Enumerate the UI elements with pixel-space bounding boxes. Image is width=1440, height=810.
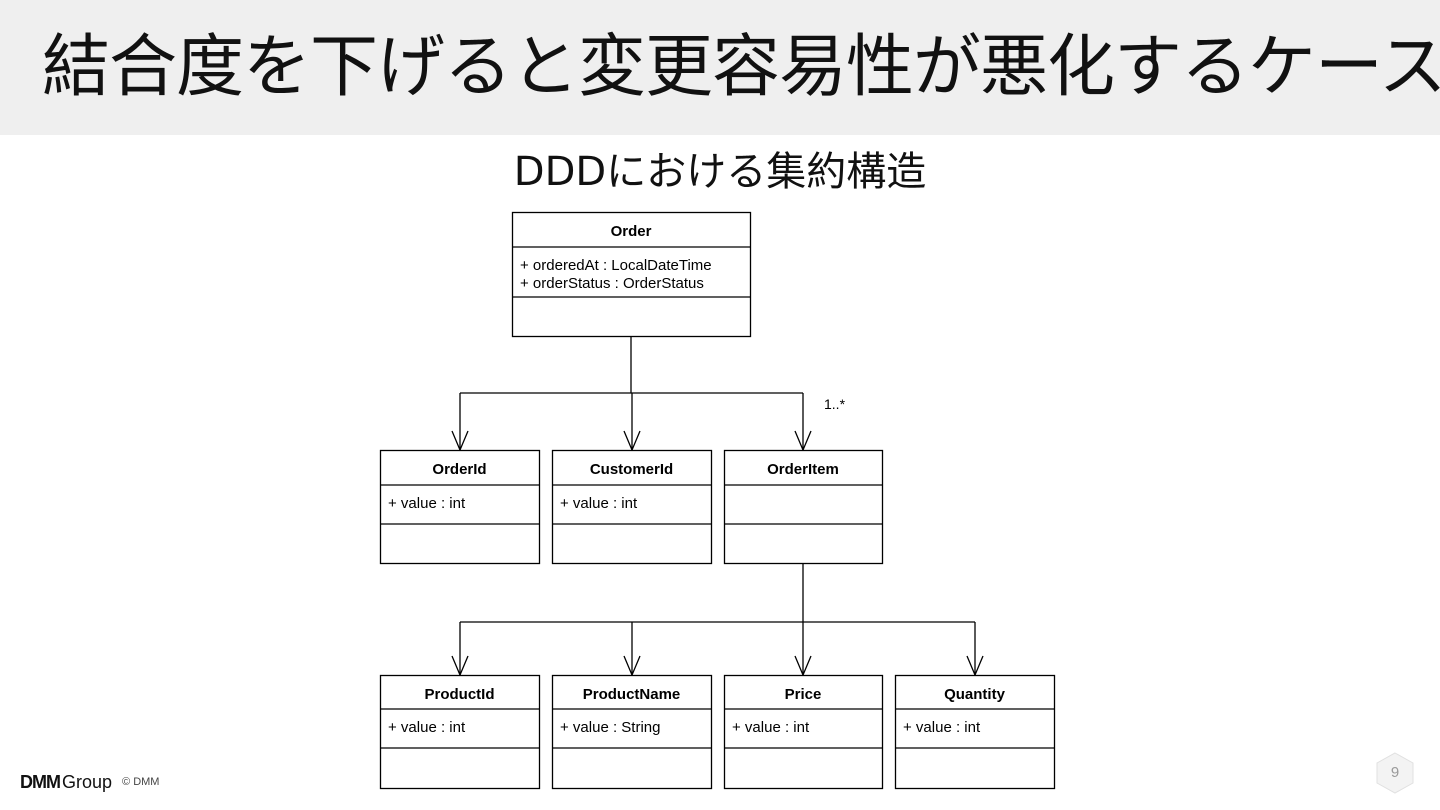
class-name: Price — [785, 686, 822, 703]
logo-group-text: Group — [62, 771, 113, 792]
class-box-price: Price + value : int — [723, 674, 884, 790]
class-attribute: + value : int — [388, 719, 466, 736]
class-box-frame — [723, 449, 884, 565]
class-attribute: + orderStatus : OrderStatus — [520, 275, 704, 292]
class-attribute: + value : int — [388, 495, 466, 512]
class-box-quantity: Quantity + value : int — [894, 674, 1056, 790]
class-box-frame — [551, 674, 713, 790]
class-box-frame — [894, 674, 1056, 790]
class-box-productid: ProductId + value : int — [379, 674, 541, 790]
class-name: OrderId — [432, 461, 486, 478]
page-number: 9 — [1390, 764, 1400, 781]
class-box-frame — [551, 449, 713, 565]
class-box-frame — [379, 674, 541, 790]
page-number-badge — [1376, 752, 1414, 794]
class-box-orderitem: OrderItem — [723, 449, 884, 565]
class-name: ProductName — [583, 686, 681, 703]
class-name: Order — [611, 223, 652, 240]
class-attribute: + value : int — [732, 719, 810, 736]
title-bar — [0, 0, 1440, 135]
dmm-group-logo: DMM Group © DMM — [20, 770, 159, 794]
logo-dmm-text: DMM — [20, 771, 61, 792]
class-box-orderid: OrderId + value : int — [379, 449, 541, 565]
class-attribute: + orderedAt : LocalDateTime — [520, 257, 712, 274]
class-box-frame — [723, 674, 884, 790]
class-attribute: + value : int — [560, 495, 638, 512]
class-name: ProductId — [425, 686, 495, 703]
multiplicity-label: 1..* — [824, 396, 846, 412]
class-attribute: + value : int — [903, 719, 981, 736]
class-name: CustomerId — [590, 461, 673, 478]
slide-subtitle: DDDにおける集約構造 — [513, 149, 927, 195]
slide-title: 結合度を下げると変更容易性が悪化するケース — [42, 28, 1440, 107]
class-box-productname: ProductName + value : String — [551, 674, 713, 790]
class-box-order: Order + orderedAt : LocalDateTime+ orderS… — [511, 211, 752, 338]
class-box-frame — [379, 449, 541, 565]
uml-classes: Order + orderedAt : LocalDateTime+ orderS… — [379, 211, 1056, 790]
class-box-frame — [511, 211, 752, 338]
class-name: Quantity — [944, 686, 1005, 703]
class-box-customerid: CustomerId + value : int — [551, 449, 713, 565]
class-attribute: + value : String — [560, 719, 660, 736]
copyright-text: © DMM — [122, 776, 160, 788]
class-name: OrderItem — [767, 461, 839, 478]
